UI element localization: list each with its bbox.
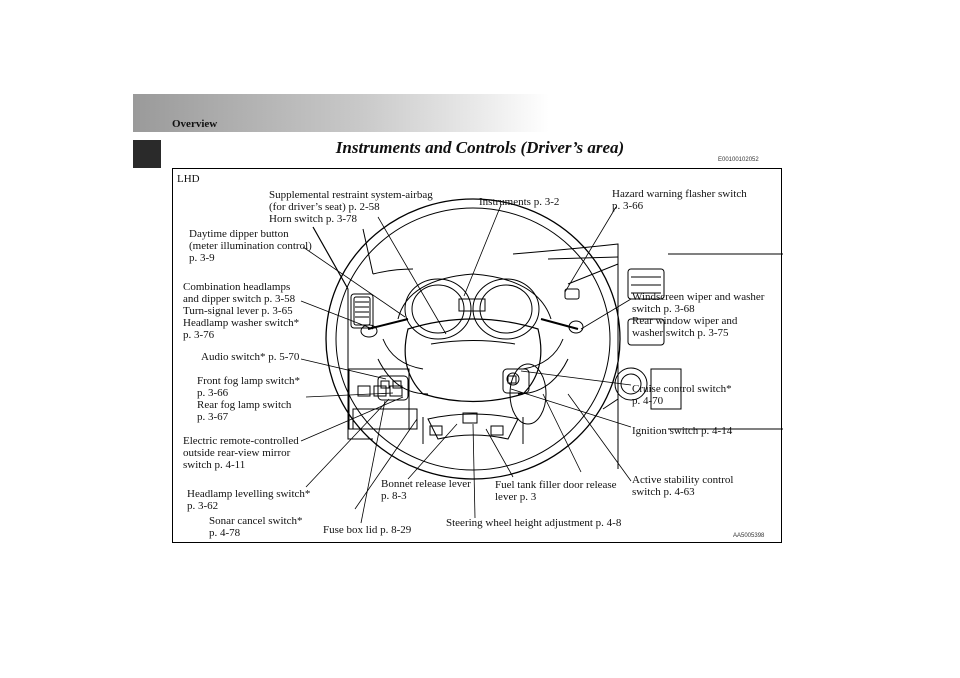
label-sonar-cancel: Sonar cancel switch* p. 4-78 — [209, 515, 303, 539]
label-active-stability: Active stability control switch p. 4-63 — [632, 474, 734, 498]
label-fuse-box: Fuse box lid p. 8-29 — [323, 524, 412, 536]
label-windscreen-wiper: Windscreen wiper and washer switch p. 3-… — [632, 291, 765, 339]
header-band — [133, 94, 549, 132]
label-mirror-switch: Electric remote-controlled outside rear-… — [183, 435, 299, 471]
figure-code: AA5005398 — [733, 533, 765, 539]
dashboard-figure: LHD Supplemental restraint system-airbag… — [172, 168, 783, 543]
label-instruments: Instruments p. 3-2 — [479, 196, 560, 208]
variant-label: LHD — [177, 173, 200, 185]
label-hazard: Hazard warning flasher switch p. 3-66 — [612, 188, 747, 212]
label-daytime-dipper: Daytime dipper button (meter illuminatio… — [189, 228, 312, 264]
label-headlamp-levelling: Headlamp levelling switch* p. 3-62 — [187, 488, 311, 512]
label-audio-switch: Audio switch* p. 5-70 — [201, 351, 300, 363]
dashboard-illustration — [300, 198, 783, 524]
section-tab-marker — [133, 140, 161, 168]
page-title: Instruments and Controls (Driver’s area) — [335, 138, 625, 157]
label-srs-airbag: Supplemental restraint system-airbag (fo… — [269, 189, 433, 225]
label-bonnet-release: Bonnet release lever p. 8-3 — [381, 478, 471, 502]
label-combination-headlamps: Combination headlamps and dipper switch … — [183, 281, 300, 341]
label-fuel-filler: Fuel tank filler door release lever p. 3 — [495, 479, 617, 503]
label-fog-lamp: Front fog lamp switch* p. 3-66 Rear fog … — [197, 375, 300, 423]
document-code: E00100102052 — [718, 157, 759, 163]
label-cruise-control: Cruise control switch* p. 4-70 — [632, 383, 732, 407]
label-steering-height: Steering wheel height adjustment p. 4-8 — [446, 517, 622, 529]
label-ignition-switch: Ignition switch p. 4-14 — [632, 425, 733, 437]
section-label: Overview — [172, 118, 218, 130]
